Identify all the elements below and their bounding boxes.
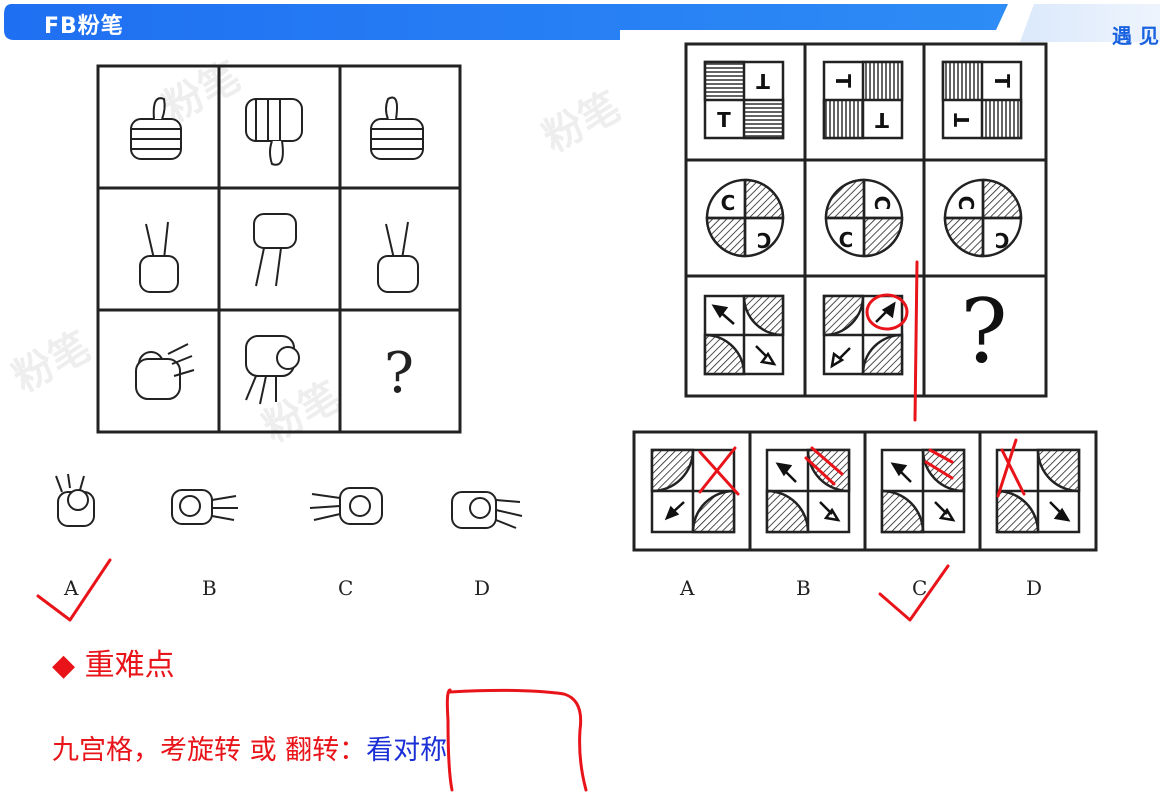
- svg-text:C: C: [721, 191, 736, 215]
- option-d-label: D: [474, 576, 491, 600]
- hand-gesture-options: [55, 473, 523, 529]
- header-slogan: 遇 见: [1112, 24, 1159, 48]
- victory-hand-icon: [139, 221, 179, 293]
- svg-text:T: T: [756, 69, 770, 93]
- svg-text:C: C: [757, 228, 772, 252]
- victory-hand-icon: [253, 213, 297, 287]
- thumbs-down-icon: [245, 98, 303, 166]
- ok-hand-icon: [55, 473, 95, 527]
- option-c-label: C: [912, 576, 928, 600]
- svg-text:T: T: [990, 74, 1014, 88]
- brand-logo: FB粉笔: [44, 14, 124, 39]
- option-c-label: C: [338, 576, 354, 600]
- svg-text:C: C: [995, 228, 1010, 252]
- svg-text:C: C: [954, 196, 978, 211]
- question-mark: ?: [960, 280, 1007, 383]
- ok-hand-icon: [309, 487, 383, 525]
- svg-text:T: T: [875, 108, 889, 132]
- option-d-label: D: [1026, 576, 1043, 600]
- question-mark: ?: [384, 341, 414, 406]
- key-point-heading: ◆ 重难点: [52, 648, 175, 683]
- option-a-label: A: [64, 576, 79, 600]
- header-bar: [4, 4, 1160, 42]
- ok-hand-icon: [171, 489, 238, 525]
- rule-answer: 看对称: [366, 735, 448, 766]
- svg-text:T: T: [831, 74, 855, 88]
- option-b-label: B: [796, 576, 811, 600]
- thumbs-up-icon: [130, 97, 182, 160]
- rule-prefix: 九宫格，考旋转 或 翻转：: [52, 735, 367, 766]
- victory-hand-icon: [377, 221, 419, 293]
- rule-text: 九宫格，考旋转 或 翻转：看对称: [52, 728, 447, 767]
- thumbs-up-icon: [370, 96, 424, 160]
- watermark: 粉笔: [5, 323, 98, 402]
- option-a-label: A: [680, 576, 695, 600]
- svg-text:C: C: [839, 228, 854, 252]
- svg-text:T: T: [950, 113, 974, 127]
- ok-hand-icon: [451, 491, 523, 529]
- pattern-grid: T T T T T T C C C C C C: [684, 42, 1048, 398]
- option-b-label: B: [202, 576, 217, 600]
- ok-hand-icon: [135, 343, 195, 400]
- hand-gesture-grid: ?: [96, 64, 462, 434]
- svg-text:T: T: [717, 108, 731, 132]
- pattern-options: [632, 430, 1098, 552]
- watermark: 粉笔: [535, 83, 628, 162]
- svg-text:C: C: [870, 196, 894, 211]
- ok-hand-icon: [245, 335, 300, 405]
